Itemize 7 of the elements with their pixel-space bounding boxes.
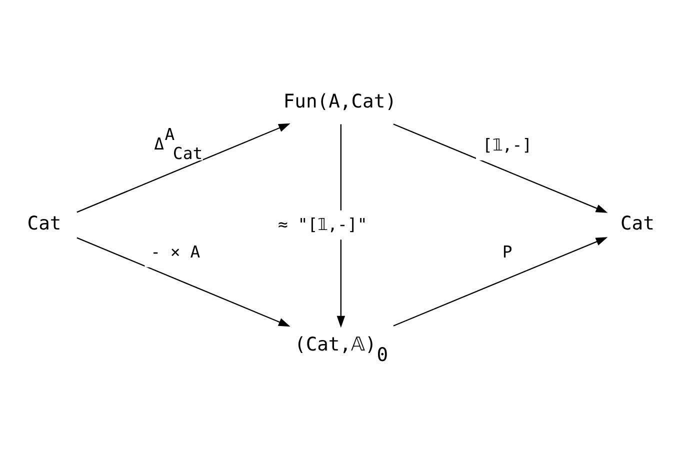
edge-label: [𝟙,-]: [482, 136, 532, 155]
node-text: Fun(A,Cat): [283, 91, 396, 112]
edge-label: - × A: [150, 242, 200, 262]
edge-label: P: [502, 242, 512, 262]
edge-label: ≈ "[𝟙,-]": [278, 214, 368, 234]
node-text: Cat: [27, 213, 62, 234]
node-text: Cat: [620, 213, 654, 234]
